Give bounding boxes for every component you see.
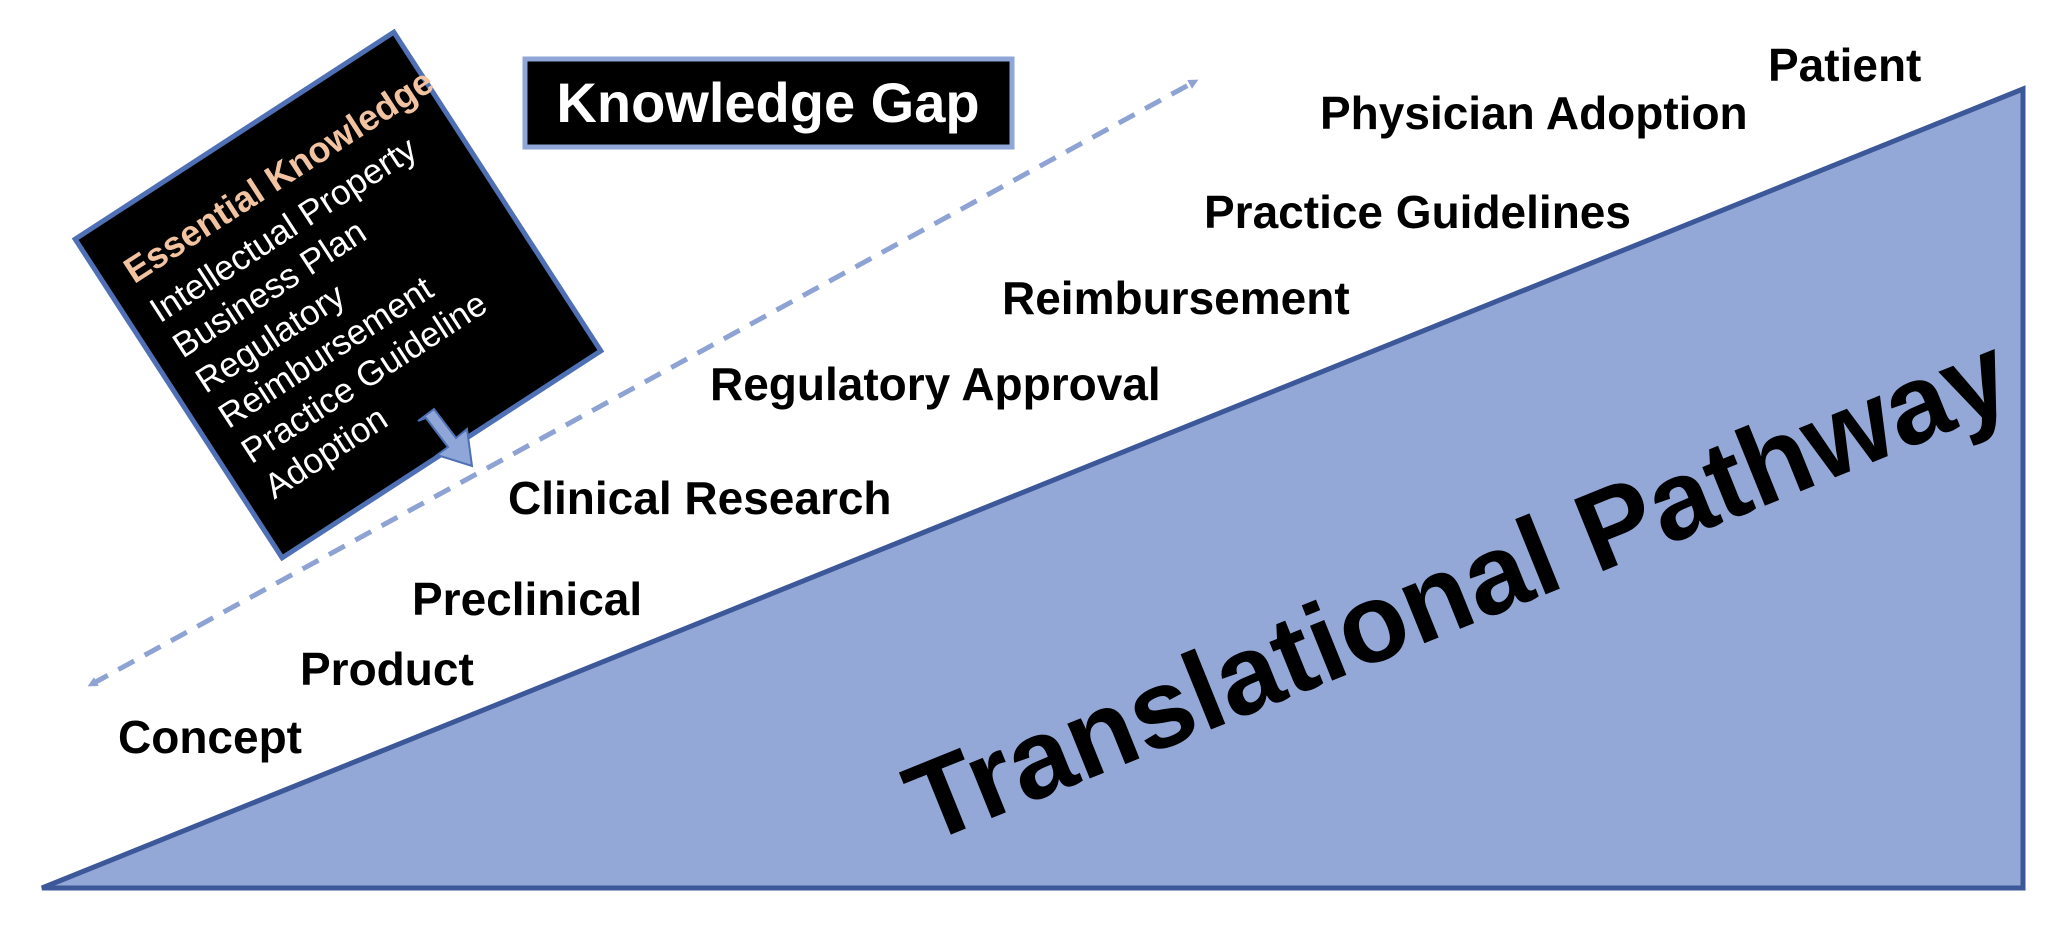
knowledge-gap-box: Knowledge Gap (522, 56, 1015, 150)
knowledge-gap-label: Knowledge Gap (556, 71, 979, 134)
stage-label-practice-guidelines: Practice Guidelines (1204, 186, 1631, 238)
stage-label-physician-adoption: Physician Adoption (1320, 87, 1748, 139)
stage-label-product: Product (300, 643, 474, 695)
stage-label-patient: Patient (1768, 39, 1921, 91)
stage-label-preclinical: Preclinical (412, 573, 642, 625)
stage-label-concept: Concept (118, 711, 302, 763)
down-arrow-icon (417, 407, 474, 468)
stage-label-reimbursement: Reimbursement (1002, 272, 1350, 324)
stage-label-clinical-research: Clinical Research (508, 472, 892, 524)
stage-label-regulatory-approval: Regulatory Approval (710, 358, 1161, 410)
essential-knowledge-box: Essential Knowledge Intellectual Propert… (71, 28, 605, 562)
